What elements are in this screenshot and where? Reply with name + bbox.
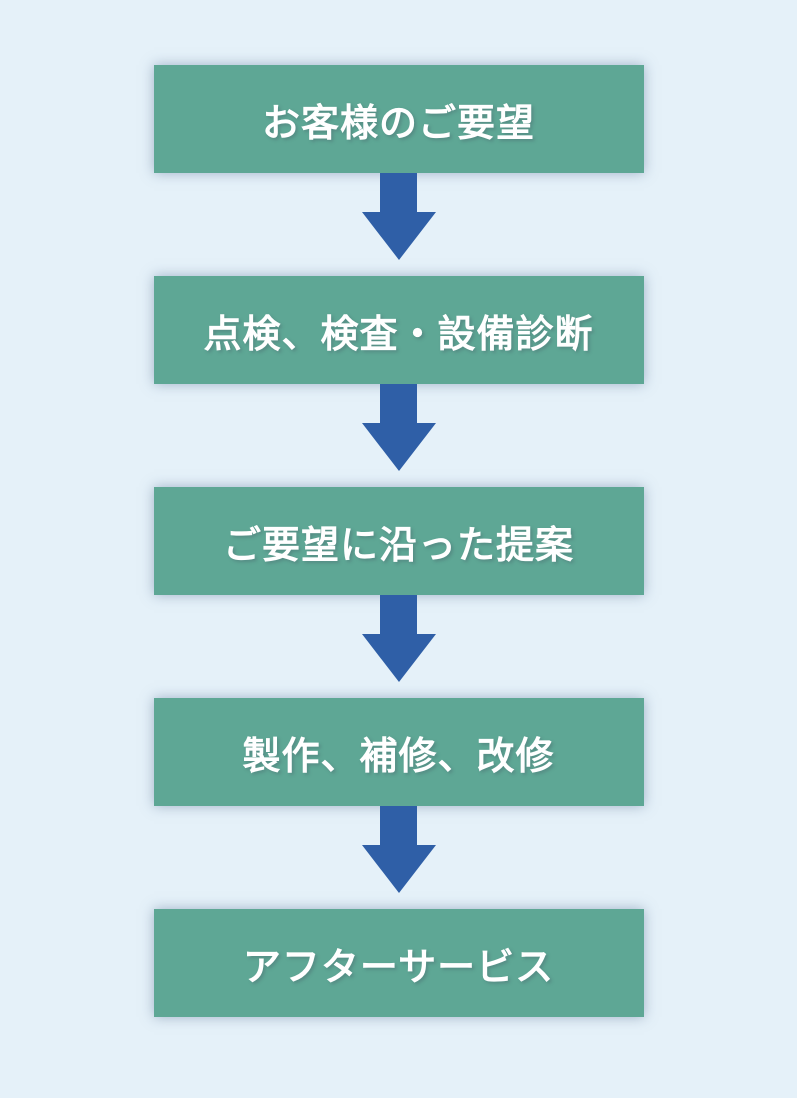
arrow-shaft — [380, 173, 417, 212]
arrow-shaft — [380, 384, 417, 423]
arrow-head — [361, 845, 436, 893]
down-arrow-3 — [361, 595, 436, 698]
arrow-head — [361, 634, 436, 682]
flow-step-4-label: 製作、補修、改修 — [242, 735, 555, 778]
down-arrow-2 — [361, 384, 436, 487]
flow-step-3: ご要望に沿った提案 — [153, 487, 644, 595]
flow-step-2: 点検、検査・設備診断 — [153, 276, 644, 384]
arrow-head — [361, 423, 436, 471]
arrow-head — [361, 212, 436, 260]
arrow-shaft — [380, 806, 417, 845]
flow-step-1: お客様のご要望 — [153, 65, 644, 173]
down-arrow-1 — [361, 173, 436, 276]
flow-step-3-label: ご要望に沿った提案 — [222, 524, 574, 567]
arrow-shaft — [380, 595, 417, 634]
flow-step-5: アフターサービス — [153, 909, 644, 1017]
flow-step-5-label: アフターサービス — [242, 946, 555, 989]
flow-step-4: 製作、補修、改修 — [153, 698, 644, 806]
flow-step-2-label: 点検、検査・設備診断 — [203, 313, 594, 356]
down-arrow-4 — [361, 806, 436, 909]
flow-step-1-label: お客様のご要望 — [261, 102, 535, 145]
